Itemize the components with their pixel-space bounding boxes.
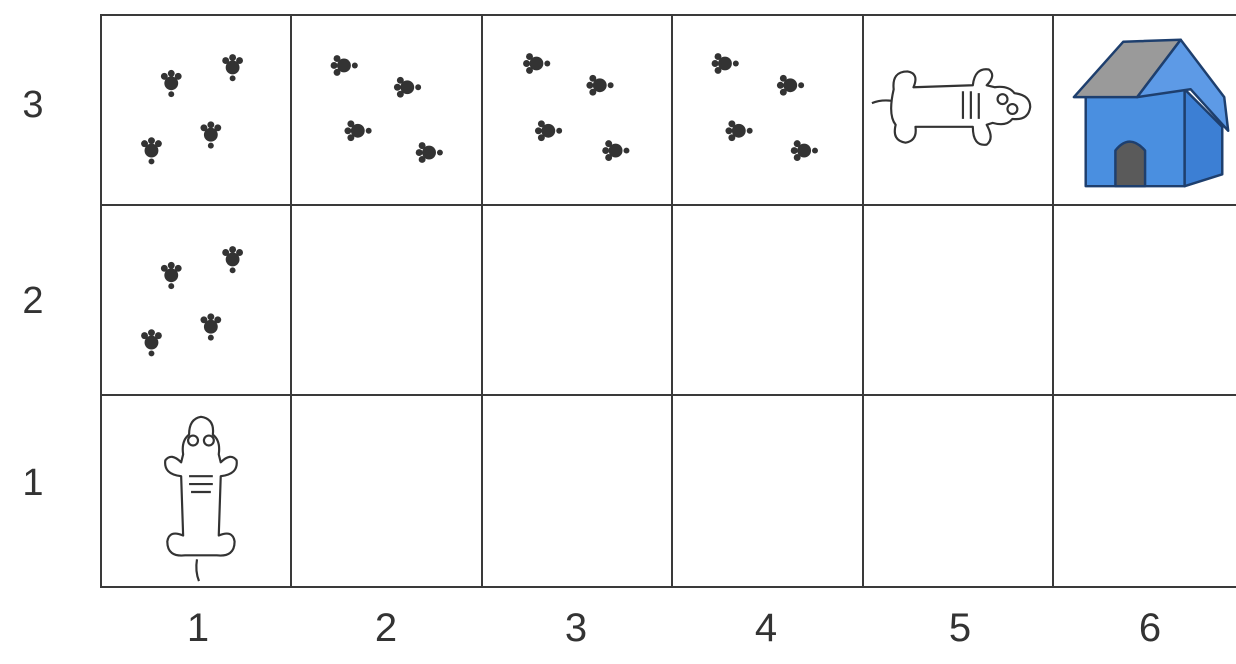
paw-prints-icon — [292, 16, 481, 204]
row-label-2: 2 — [8, 280, 58, 323]
grid-board — [100, 14, 1236, 588]
cell-r2-c2 — [292, 206, 483, 396]
cell-r1-c6 — [1054, 396, 1236, 586]
cell-r2-c4 — [673, 206, 864, 396]
col-label-1: 1 — [168, 606, 228, 651]
col-label-5: 5 — [930, 606, 990, 651]
cell-r2-c3 — [483, 206, 673, 396]
cell-r2-c6 — [1054, 206, 1236, 396]
cell-r3-c4 — [673, 16, 864, 206]
row-label-1: 1 — [8, 462, 58, 505]
col-label-6: 6 — [1120, 606, 1180, 651]
dog-icon — [102, 396, 290, 586]
paw-prints-icon — [102, 206, 290, 394]
col-label-4: 4 — [736, 606, 796, 651]
cell-r3-c3 — [483, 16, 673, 206]
cell-r1-c5 — [864, 396, 1054, 586]
cell-r3-c6 — [1054, 16, 1236, 206]
paw-prints-icon — [483, 16, 671, 204]
cell-r1-c1 — [102, 396, 292, 586]
cell-r2-c1 — [102, 206, 292, 396]
paw-prints-icon — [673, 16, 862, 204]
cell-r3-c2 — [292, 16, 483, 206]
cell-r1-c2 — [292, 396, 483, 586]
cell-r2-c5 — [864, 206, 1054, 396]
cell-r1-c4 — [673, 396, 864, 586]
col-label-2: 2 — [356, 606, 416, 651]
cell-r3-c5 — [864, 16, 1054, 206]
cell-r1-c3 — [483, 396, 673, 586]
doghouse-icon — [1054, 16, 1236, 204]
dog-icon — [864, 16, 1052, 204]
paw-prints-icon — [102, 16, 290, 204]
row-label-3: 3 — [8, 84, 58, 127]
col-label-3: 3 — [546, 606, 606, 651]
cell-r3-c1 — [102, 16, 292, 206]
